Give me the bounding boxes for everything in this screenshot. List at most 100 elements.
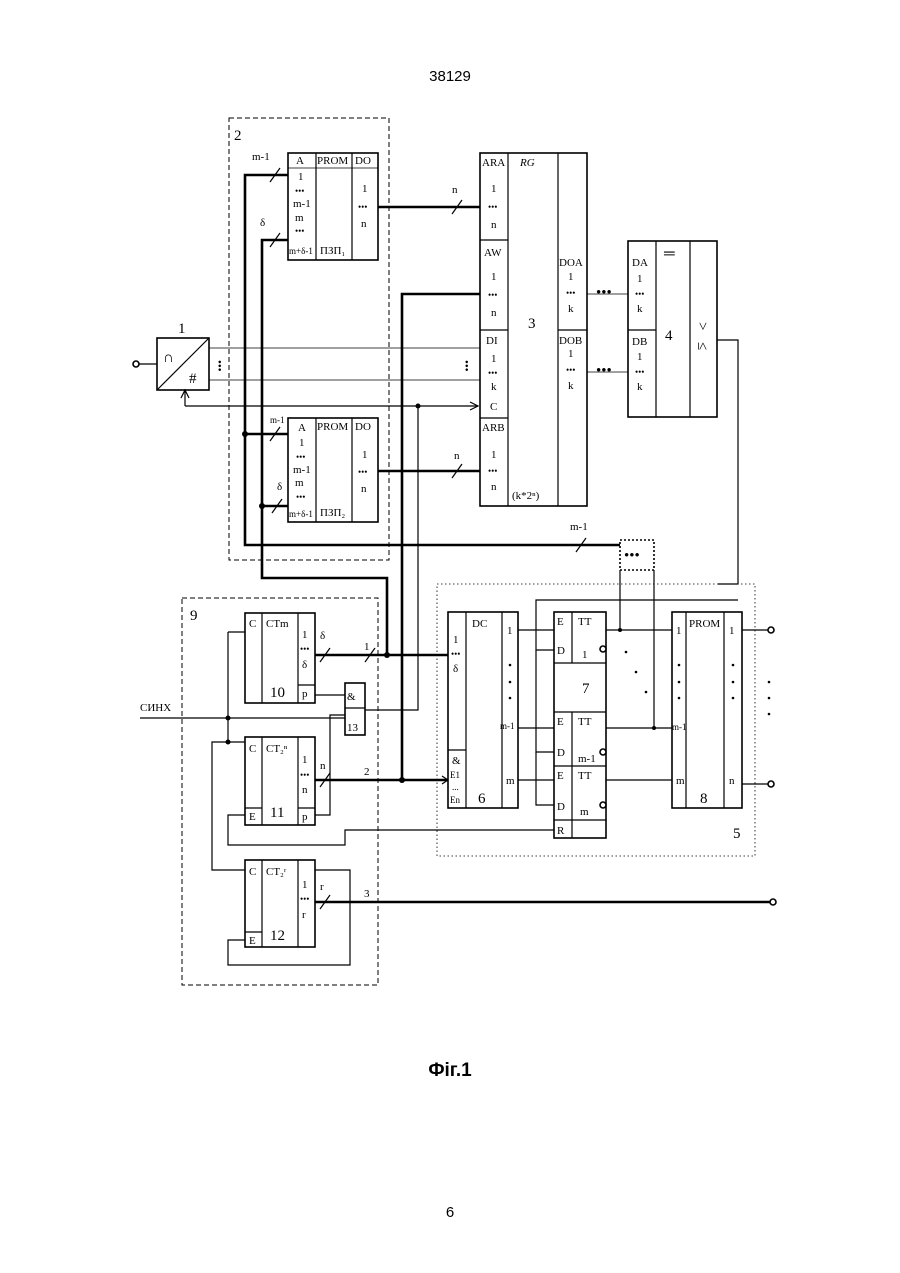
junction-sync — [226, 716, 231, 721]
comp-le-sym: ≤ — [694, 342, 710, 350]
prom2-addr-dots1: ••• — [296, 452, 305, 462]
prom2-do-1: 1 — [362, 449, 368, 461]
ct10-out-delta: δ — [302, 659, 307, 671]
and13-number: 13 — [347, 722, 359, 734]
ct12-out-dots: ••• — [300, 894, 309, 904]
junction-delta-prom2 — [259, 503, 265, 509]
ct10-number: 10 — [270, 685, 285, 701]
junction-m1-prom2 — [242, 431, 248, 437]
adc-sym-top: ∩ — [163, 350, 174, 366]
dc-out-1: 1 — [507, 625, 513, 637]
comp-gt-sym: > — [694, 322, 710, 330]
rg-doa-label: DOA — [559, 257, 583, 269]
prom2-do-n: n — [361, 483, 367, 495]
ct11-e-label: E — [249, 811, 256, 823]
prom1-m1-label: m-1 — [252, 151, 270, 163]
junction-t2 — [652, 726, 656, 730]
dc-dot-c — [509, 697, 512, 700]
ct12-e-label: E — [249, 935, 256, 947]
doa-bus-dots: ••• — [596, 285, 612, 301]
rg-arb-label: ARB — [482, 422, 505, 434]
adc-sym-bottom: # — [189, 371, 197, 387]
prom8-dot-c — [678, 697, 681, 700]
rg-ara-label: ARA — [482, 157, 505, 169]
bus1-label: 1 — [364, 641, 370, 653]
prom8-in-1: 1 — [676, 625, 682, 637]
t3-num: m — [580, 806, 589, 818]
dc-out-m1: m-1 — [500, 721, 515, 731]
prom2-addr-1: 1 — [299, 437, 305, 449]
rg-number: 3 — [528, 316, 536, 332]
t1-e: E — [557, 616, 564, 628]
bus3-label: 3 — [364, 888, 370, 900]
ct11-p-label: p — [302, 811, 308, 823]
counter-10-block: C CTm 1 ••• δ p 10 — [245, 613, 315, 703]
comp-da-k: k — [637, 303, 643, 315]
ct10-out-dots: ••• — [300, 644, 309, 654]
rg-arb-n: n — [491, 481, 497, 493]
decoder-6-block: DC 1 ••• δ & E1 ... En 1 m-1 m 6 — [448, 612, 518, 808]
rg-aw-n: n — [491, 307, 497, 319]
prom8-dot-d — [732, 664, 735, 667]
ct12-r-label: r — [320, 881, 324, 893]
comp-db-label: DB — [632, 336, 647, 348]
m1-bus-label: m-1 — [570, 521, 588, 533]
rg-c-label: C — [490, 401, 497, 413]
prom8-out-1: 1 — [729, 625, 735, 637]
dc-en-dots: ... — [452, 782, 459, 792]
prom1-addr-last: m+δ-1 — [289, 246, 313, 256]
t1-num: 1 — [582, 649, 588, 661]
rg-title: RG — [519, 157, 535, 169]
junction-clock — [416, 404, 421, 409]
rg-di-k: k — [491, 381, 497, 393]
rg-dob-k: k — [568, 380, 574, 392]
comp-number: 4 — [665, 328, 673, 344]
junction-sync2 — [226, 740, 231, 745]
ct11-n-label: n — [320, 760, 326, 772]
t1-d: D — [557, 645, 565, 657]
dc-dot-a — [509, 664, 512, 667]
m1-bus-dots: ••• — [624, 548, 640, 564]
prom-8-block: PROM 1 m-1 m 1 n 8 — [672, 612, 742, 808]
rg-aw-1: 1 — [491, 271, 497, 283]
prom8-dot-a — [678, 664, 681, 667]
dc-en-e1: E1 — [450, 770, 460, 780]
t1-inv-out — [600, 646, 606, 652]
rg-doa-k: k — [568, 303, 574, 315]
prom1-addr-m1: m-1 — [293, 198, 311, 210]
block-9-number: 9 — [190, 608, 198, 624]
prom1-addr-1: 1 — [298, 171, 304, 183]
prom1-do-1: 1 — [362, 183, 368, 195]
triggers-reset: R — [557, 825, 565, 837]
rg-dob-1: 1 — [568, 348, 574, 360]
prom2-addr-m1: m-1 — [293, 464, 311, 476]
arb-bus-n-label: n — [454, 450, 460, 462]
comp-da-label: DA — [632, 257, 648, 269]
prom8-dot-f — [732, 697, 735, 700]
ct10-delta-label: δ — [320, 630, 325, 642]
bus2-label: 2 — [364, 766, 370, 778]
t3-d: D — [557, 801, 565, 813]
rg-doa-dots: ••• — [566, 288, 575, 298]
prom1-addr-dots1: ••• — [295, 186, 304, 196]
ct11-out-n: n — [302, 784, 308, 796]
ct11-out-dots: ••• — [300, 770, 309, 780]
rg-ara-dots: ••• — [488, 202, 497, 212]
prom1-addr-m: m — [295, 212, 304, 224]
junction-bus1 — [384, 652, 390, 658]
dc-en-and: & — [452, 755, 461, 767]
junction-bus2 — [399, 777, 405, 783]
rg-doa-1: 1 — [568, 271, 574, 283]
ct12-out-1: 1 — [302, 879, 308, 891]
prom8-dot-b — [678, 681, 681, 684]
prom2-delta-label: δ — [277, 481, 282, 493]
ct11-number: 11 — [270, 805, 284, 821]
prom8-in-m1: m-1 — [672, 722, 687, 732]
t3-e: E — [557, 770, 564, 782]
comp-db-dots: ••• — [635, 367, 644, 377]
t1-tt: TT — [578, 616, 592, 628]
dc-en-en: En — [450, 795, 460, 805]
prom1-name: ПЗП₁ — [320, 245, 345, 257]
prom2-addr-m: m — [295, 477, 304, 489]
